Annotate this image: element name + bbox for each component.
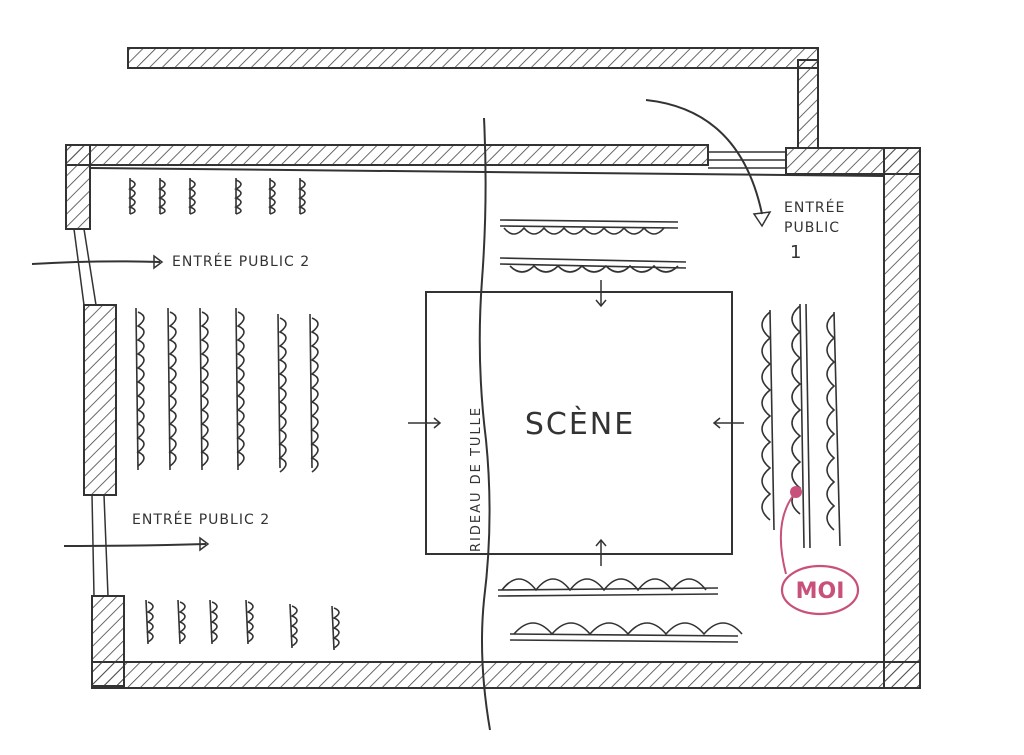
seat-row — [135, 307, 145, 471]
me-marker — [779, 486, 860, 616]
seat-block — [158, 178, 166, 215]
seating-top-left — [128, 178, 306, 215]
curtain-label: RIDEAU DE TULLE — [469, 406, 484, 552]
outer-wall-top — [127, 47, 819, 149]
entrance-1-arrow — [645, 99, 772, 228]
seat-row — [309, 313, 319, 473]
seat-block — [177, 599, 186, 645]
entrance-2-top-label: ENTRÉE PUBLIC 2 — [172, 253, 310, 270]
seat-block — [289, 603, 298, 649]
me-label-bubble — [780, 564, 860, 616]
tulle-curtain-line — [478, 117, 491, 731]
seat-block — [128, 178, 136, 215]
seat-row — [499, 219, 679, 235]
building-walls — [65, 144, 921, 689]
seat-row — [497, 578, 719, 597]
seat-row — [277, 313, 287, 473]
seat-column — [826, 311, 841, 547]
seating-right-of-stage — [761, 303, 841, 549]
entrance-2-bottom-arrow — [63, 536, 210, 552]
me-label: MOI — [796, 579, 845, 604]
seat-block — [234, 178, 242, 215]
seating-below-stage — [497, 578, 743, 643]
seat-block — [268, 178, 276, 215]
seat-block — [145, 599, 154, 645]
stage-label: SCÈNE — [525, 406, 635, 442]
seat-row — [199, 307, 209, 471]
seat-row — [499, 257, 687, 273]
seating-bottom-left — [145, 599, 340, 651]
seat-column — [761, 309, 775, 531]
seat-column — [791, 303, 811, 549]
entrance-1-number: 1 — [790, 242, 801, 263]
seat-row — [509, 622, 743, 643]
entrance-1-label-line1: ENTRÉE — [784, 199, 845, 216]
seat-block — [331, 605, 340, 651]
stage-area — [408, 280, 744, 566]
seat-block — [188, 178, 196, 215]
seat-block — [245, 599, 254, 645]
seat-row — [235, 307, 245, 471]
entrance-2-bottom-label: ENTRÉE PUBLIC 2 — [132, 511, 270, 528]
seating-middle-left — [135, 307, 319, 473]
entrance-2-top-arrow — [31, 254, 164, 270]
seating-above-stage — [499, 219, 687, 273]
entrance-1-label-line2: PUBLIC — [784, 220, 840, 236]
seat-row — [167, 307, 177, 471]
seat-block — [209, 599, 218, 645]
seat-block — [298, 178, 306, 215]
